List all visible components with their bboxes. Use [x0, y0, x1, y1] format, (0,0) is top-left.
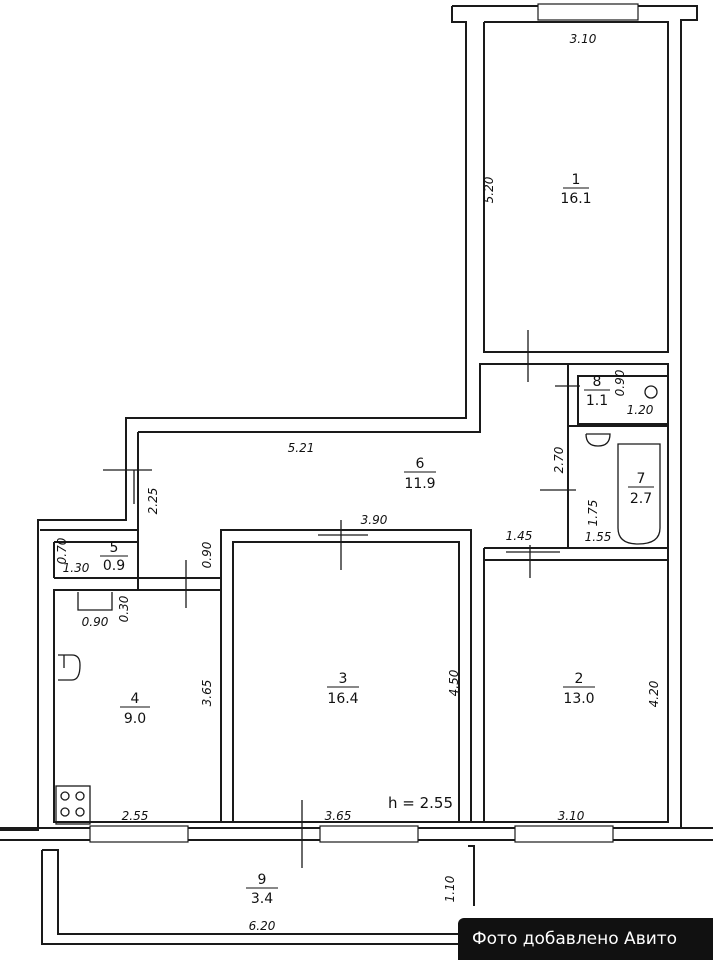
- dim-r7-length: 1.75: [586, 500, 600, 527]
- room-label-3: 3 16.4: [327, 671, 359, 707]
- svg-text:9: 9: [258, 872, 267, 888]
- burner: [75, 791, 85, 801]
- avito-watermark: Фото добавлено Авито: [458, 918, 713, 960]
- dim-r3-width: 3.90: [361, 513, 388, 527]
- svg-text:2: 2: [575, 671, 584, 687]
- dim-r7-width: 1.55: [585, 530, 612, 544]
- window: [89, 825, 189, 843]
- dim-hall-side: 2.25: [146, 488, 160, 515]
- door: [318, 520, 368, 570]
- svg-text:4: 4: [131, 691, 140, 707]
- balcony-walls: [41, 845, 475, 945]
- svg-text:3.4: 3.4: [251, 891, 273, 907]
- dim-r4-width: 2.55: [122, 809, 149, 823]
- door: [160, 560, 214, 608]
- svg-text:13.0: 13.0: [563, 691, 594, 707]
- room-8-inner: [577, 375, 669, 425]
- window: [537, 3, 639, 21]
- dim-r5-depth: 0.70: [55, 537, 69, 564]
- door: [506, 545, 560, 578]
- burner: [60, 791, 70, 801]
- svg-text:1: 1: [572, 172, 581, 188]
- dim-r3-bottom: 3.65: [325, 809, 352, 823]
- fridge-symbol: [58, 654, 81, 681]
- dim-r1-width: 3.10: [570, 32, 597, 46]
- svg-text:5: 5: [110, 540, 119, 556]
- room-label-5: 5 0.9: [100, 540, 128, 574]
- room-label-7: 7 2.7: [628, 471, 654, 507]
- dim-r3-length: 4.50: [447, 669, 461, 696]
- svg-text:8: 8: [593, 374, 602, 390]
- svg-text:16.1: 16.1: [560, 191, 591, 207]
- dim-r4-length: 3.65: [200, 680, 214, 707]
- svg-text:16.4: 16.4: [327, 691, 358, 707]
- stove: [55, 785, 91, 825]
- room-label-1: 1 16.1: [560, 172, 591, 207]
- dim-sink-depth: 0.30: [117, 595, 131, 622]
- svg-text:6: 6: [416, 456, 425, 472]
- burner: [60, 807, 70, 817]
- sink: [77, 592, 113, 611]
- room-label-2: 2 13.0: [563, 671, 595, 707]
- svg-text:3: 3: [339, 671, 348, 687]
- window: [514, 825, 614, 843]
- dim-hall-width: 5.21: [288, 441, 315, 455]
- svg-text:1.1: 1.1: [586, 393, 608, 409]
- toilet: [644, 385, 658, 399]
- window: [319, 825, 419, 843]
- bathtub: [617, 443, 661, 545]
- dim-r5-width: 1.30: [63, 561, 90, 575]
- svg-text:11.9: 11.9: [404, 476, 435, 492]
- dim-sink-width: 0.90: [82, 615, 109, 629]
- dim-r2-width: 3.10: [558, 809, 585, 823]
- basin: [585, 433, 611, 447]
- burner: [75, 807, 85, 817]
- room-label-9: 9 3.4: [246, 872, 278, 907]
- room-3-inner: [232, 541, 460, 823]
- room-label-6: 6 11.9: [404, 456, 436, 492]
- dim-r2-length: 4.20: [647, 680, 661, 707]
- dim-hall-depth: 2.70: [552, 446, 566, 473]
- room-7-walls: [567, 425, 669, 549]
- dim-r8-depth: 0.90: [613, 369, 627, 396]
- room-label-4: 4 9.0: [120, 691, 150, 727]
- ceiling-height: h = 2.55: [388, 794, 453, 812]
- door: [500, 330, 556, 382]
- dim-balcony-depth: 1.10: [443, 875, 457, 902]
- room-label-8: 8 1.1: [584, 374, 610, 409]
- dim-r1-length: 5.20: [482, 176, 496, 203]
- svg-text:7: 7: [637, 471, 646, 487]
- dim-passage: 1.45: [506, 529, 533, 543]
- dim-r5-side: 0.90: [200, 541, 214, 568]
- dim-r8-width: 1.20: [627, 403, 654, 417]
- svg-text:0.9: 0.9: [103, 558, 125, 574]
- svg-text:2.7: 2.7: [630, 491, 652, 507]
- door: [103, 469, 152, 504]
- svg-text:9.0: 9.0: [124, 711, 146, 727]
- room-5-walls: [40, 529, 139, 578]
- dim-balcony-width: 6.20: [249, 919, 276, 933]
